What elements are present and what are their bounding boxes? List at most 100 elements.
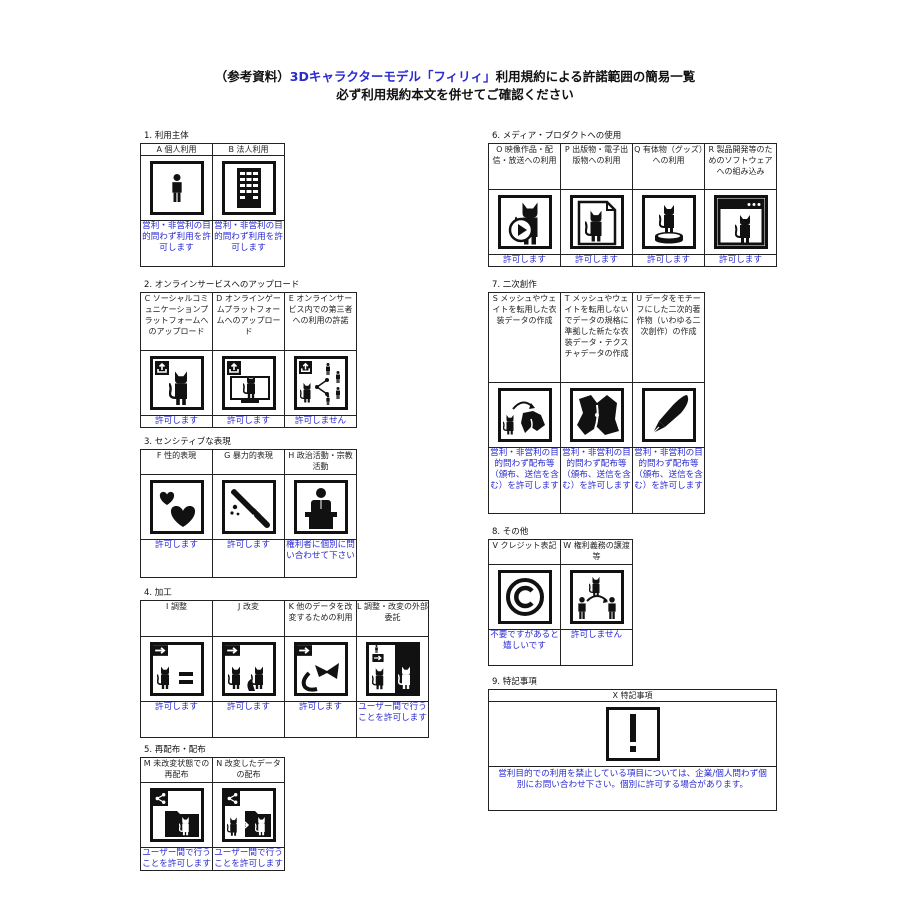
item-result-g: 許可します xyxy=(212,539,285,578)
redistribute-icon xyxy=(149,788,204,842)
item-header-f: F 性的表現 xyxy=(140,449,213,475)
title-accent: 3Dキャラクターモデル「フィリィ」 xyxy=(289,69,496,84)
section-label: 8. その他 xyxy=(492,527,529,537)
section-label: 7. 二次創作 xyxy=(492,280,537,290)
title-prefix: （参考資料） xyxy=(214,69,290,84)
building-icon xyxy=(221,161,276,215)
item-result-q: 許可します xyxy=(632,254,705,267)
title-suffix: 利用規約による許諾範囲の簡易一覧 xyxy=(495,69,696,84)
figure-stand-icon xyxy=(641,195,696,249)
permission-table: C ソーシャルコミュニケーションプラットフォームへのアップロード D オンライン… xyxy=(140,292,357,428)
item-header-p: P 出版物・電子出版物への利用 xyxy=(560,143,633,190)
section-online-upload: 2. オンラインサービスへのアップロード C ソーシャルコミュニケーションプラッ… xyxy=(140,280,357,428)
section-usage-subject: 1. 利用主体 A 個人利用 B 法人利用 営利・非営利の目的問わず利用を許可し… xyxy=(140,131,285,267)
video-play-icon xyxy=(497,195,552,249)
item-header-q: Q 有体物（グッズ）への利用 xyxy=(632,143,705,190)
item-result-s: 営利・非営利の目的問わず配布等（頒布、送信を含む）を許可します xyxy=(488,447,561,514)
item-header-v: V クレジット表記 xyxy=(488,539,561,565)
document-title: （参考資料）3Dキャラクターモデル「フィリィ」利用規約による許諾範囲の簡易一覧 … xyxy=(0,68,910,104)
item-result-l: ユーザー間で行うことを許可します xyxy=(356,701,429,738)
item-result-r: 許可します xyxy=(704,254,777,267)
item-header-m: M 未改変状態での再配布 xyxy=(140,757,213,783)
item-result-i: 許可します xyxy=(140,701,213,738)
item-result-t: 営利・非営利の目的問わず配布等（頒布、送信を含む）を許可します xyxy=(560,447,633,514)
permission-table: M 未改変状態での再配布 N 改変したデータの配布 ユーザー間で行うことを許可し… xyxy=(140,757,285,871)
item-result-e: 許可しません xyxy=(284,415,357,428)
upload-monitor-icon xyxy=(221,356,276,410)
item-header-l: L 調整・改変の外部委託 xyxy=(356,600,429,637)
permission-table: I 調整 J 改変 K 他のデータを改変するための利用 L 調整・改変の外部委託… xyxy=(140,600,429,738)
item-header-j: J 改変 xyxy=(212,600,285,637)
permission-table: S メッシュやウェイトを転用した衣装データの作成 T メッシュやウェイトを転用し… xyxy=(488,292,705,514)
parts-reuse-icon xyxy=(293,642,348,696)
section-redistribution: 5. 再配布・配布 M 未改変状態での再配布 N 改変したデータの配布 ユーザー… xyxy=(140,745,285,871)
item-header-u: U データをモチーフにした二次的著作物（いわゆる二次創作）の作成 xyxy=(632,292,705,383)
item-header-d: D オンラインゲームプラットフォームへのアップロード xyxy=(212,292,285,351)
item-header-e: E オンラインサービス内での第三者への利用の許諾 xyxy=(284,292,357,351)
permission-table: O 映像作品・配信・放送への利用 P 出版物・電子出版物への利用 Q 有体物（グ… xyxy=(488,143,777,267)
item-header-b: B 法人利用 xyxy=(212,143,285,156)
hearts-icon xyxy=(149,480,204,534)
section-media-products: 6. メディア・プロダクトへの使用 O 映像作品・配信・放送への利用 P 出版物… xyxy=(488,131,777,267)
item-result-f: 許可します xyxy=(140,539,213,578)
item-header-a: A 個人利用 xyxy=(140,143,213,156)
costume-transfer-icon xyxy=(497,388,552,442)
item-result-o: 許可します xyxy=(488,254,561,267)
adjust-equal-icon xyxy=(149,642,204,696)
section-label: 3. センシティブな表現 xyxy=(144,437,231,447)
modify-icon xyxy=(221,642,276,696)
item-result-b: 営利・非営利の目的問わず利用を許可します xyxy=(212,220,285,267)
item-header-t: T メッシュやウェイトを転用しないでデータの規格に準拠した新たな衣装データ・テク… xyxy=(560,292,633,383)
section-label: 6. メディア・プロダクトへの使用 xyxy=(492,131,622,141)
upload-share-icon xyxy=(293,356,348,410)
item-result-p: 許可します xyxy=(560,254,633,267)
section-label: 5. 再配布・配布 xyxy=(144,745,206,755)
permission-table: V クレジット表記 W 権利義務の譲渡等 不要ですがあると嬉しいです 許可しませ… xyxy=(488,539,633,666)
item-result-x: 営利目的での利用を禁止している項目については、企業/個人問わず個別にお問い合わせ… xyxy=(488,766,777,811)
item-result-a: 営利・非営利の目的問わず利用を許可します xyxy=(140,220,213,267)
item-result-k: 許可します xyxy=(284,701,357,738)
software-window-icon xyxy=(713,195,768,249)
item-header-g: G 暴力的表現 xyxy=(212,449,285,475)
podium-speaker-icon xyxy=(293,480,348,534)
item-header-n: N 改変したデータの配布 xyxy=(212,757,285,783)
item-result-j: 許可します xyxy=(212,701,285,738)
copyright-icon xyxy=(497,570,552,624)
pen-nib-icon xyxy=(641,388,696,442)
item-header-h: H 政治活動・宗教活動 xyxy=(284,449,357,475)
section-derivative-works: 7. 二次創作 S メッシュやウェイトを転用した衣装データの作成 T メッシュや… xyxy=(488,280,705,514)
outsource-icon xyxy=(365,642,420,696)
item-header-w: W 権利義務の譲渡等 xyxy=(560,539,633,565)
person-icon xyxy=(149,161,204,215)
item-result-w: 許可しません xyxy=(560,629,633,666)
item-header-x: X 特記事項 xyxy=(488,689,777,702)
document-icon xyxy=(569,195,624,249)
section-label: 1. 利用主体 xyxy=(144,131,189,141)
item-header-s: S メッシュやウェイトを転用した衣装データの作成 xyxy=(488,292,561,383)
section-label: 9. 特記事項 xyxy=(492,677,537,687)
section-label: 4. 加工 xyxy=(144,588,172,598)
permission-table: A 個人利用 B 法人利用 営利・非営利の目的問わず利用を許可します 営利・非営… xyxy=(140,143,285,267)
section-label: 2. オンラインサービスへのアップロード xyxy=(144,280,300,290)
item-result-n: ユーザー間で行うことを許可します xyxy=(212,847,285,871)
costume-icon xyxy=(569,388,624,442)
item-header-i: I 調整 xyxy=(140,600,213,637)
transfer-rights-icon xyxy=(569,570,624,624)
section-processing: 4. 加工 I 調整 J 改変 K 他のデータを改変するための利用 L 調整・改… xyxy=(140,588,429,738)
item-result-d: 許可します xyxy=(212,415,285,428)
item-result-v: 不要ですがあると嬉しいです xyxy=(488,629,561,666)
item-header-c: C ソーシャルコミュニケーションプラットフォームへのアップロード xyxy=(140,292,213,351)
distribute-modified-icon xyxy=(221,788,276,842)
knife-icon xyxy=(221,480,276,534)
permission-table: F 性的表現 G 暴力的表現 H 政治活動・宗教活動 許可します 許可します 権… xyxy=(140,449,357,578)
item-result-u: 営利・非営利の目的問わず配布等（頒布、送信を含む）を許可します xyxy=(632,447,705,514)
exclamation-icon xyxy=(605,707,660,761)
section-sensitive-expression: 3. センシティブな表現 F 性的表現 G 暴力的表現 H 政治活動・宗教活動 … xyxy=(140,437,357,578)
item-result-c: 許可します xyxy=(140,415,213,428)
item-header-o: O 映像作品・配信・放送への利用 xyxy=(488,143,561,190)
permission-table: X 特記事項 営利目的での利用を禁止している項目については、企業/個人問わず個別… xyxy=(488,689,777,811)
item-header-k: K 他のデータを改変するための利用 xyxy=(284,600,357,637)
item-result-m: ユーザー間で行うことを許可します xyxy=(140,847,213,871)
upload-character-icon xyxy=(149,356,204,410)
item-result-h: 権利者に個別に問い合わせて下さい xyxy=(284,539,357,578)
